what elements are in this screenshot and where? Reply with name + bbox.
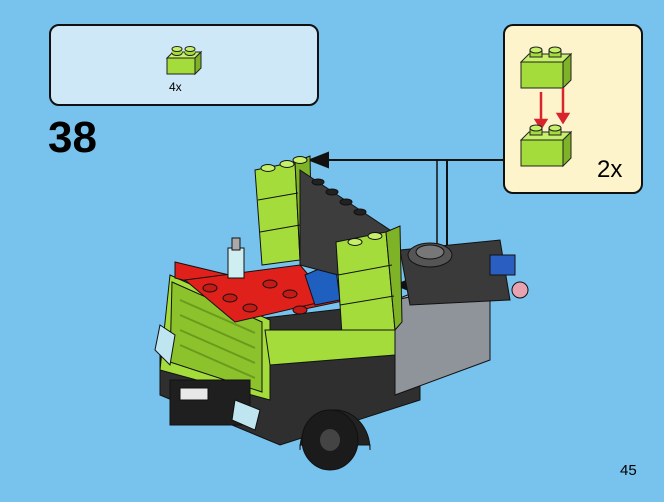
assembly-arrow-icon <box>307 151 503 294</box>
callout-quantity-label: 2x <box>597 156 623 183</box>
sub-assembly-callout: 2x <box>503 24 643 194</box>
red-down-arrows-icon <box>533 88 571 131</box>
lime-brick-1x2-icon <box>165 46 203 76</box>
parts-list-box: 4x <box>49 24 319 106</box>
step-number: 38 <box>48 113 97 162</box>
page-number: 45 <box>620 462 637 479</box>
parts-count-label: 4x <box>169 80 182 94</box>
callout-brick-stack-illustration <box>519 46 573 168</box>
